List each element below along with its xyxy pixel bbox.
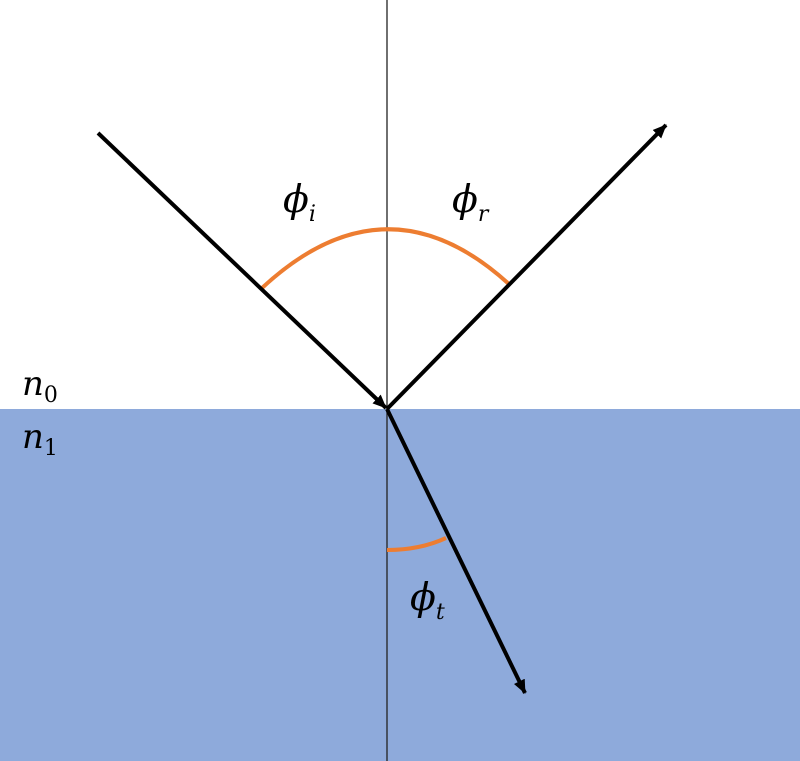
incidence-angle-label: ϕi [283, 177, 316, 227]
transmission-angle-label: ϕt [410, 575, 445, 625]
transmission-angle-subscript: t [436, 600, 445, 625]
upper-medium-subscript: 0 [44, 383, 58, 408]
upper-medium-index-label: n0 [22, 364, 58, 408]
incidence-angle-symbol: ϕ [283, 177, 309, 221]
transmission-angle-symbol: ϕ [410, 575, 436, 619]
upper-medium-symbol: n [22, 364, 44, 404]
reflection-angle-symbol: ϕ [452, 177, 478, 221]
incidence-angle-subscript: i [309, 202, 316, 227]
transmission-angle-arc [386, 536, 447, 552]
incident-ray-arrow [96, 131, 388, 410]
reflection-angle-label: ϕr [452, 177, 490, 227]
lower-medium-symbol: n [22, 417, 44, 457]
transmitted-ray-arrow [385, 408, 527, 694]
lower-medium-index-label: n1 [22, 417, 58, 461]
lower-medium-subscript: 1 [44, 436, 58, 461]
reflected-ray-arrow [385, 123, 668, 411]
incidence-reflection-angle-arc [260, 227, 512, 290]
reflection-angle-subscript: r [478, 202, 490, 227]
lower-medium-region [0, 409, 800, 761]
